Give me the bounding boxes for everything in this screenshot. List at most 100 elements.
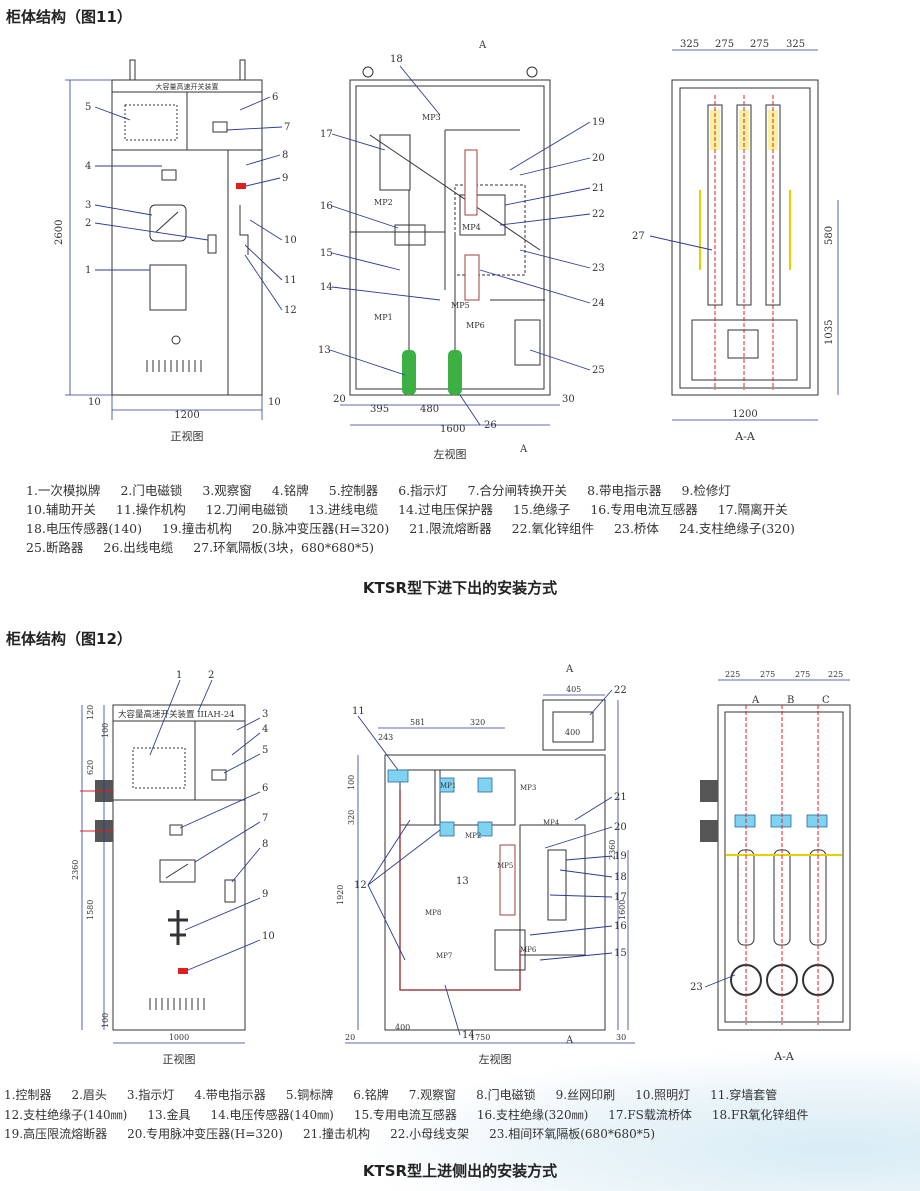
fig12-caption: KTSR型上进侧出的安装方式 bbox=[362, 1162, 558, 1180]
mp1-label: MP1 bbox=[374, 313, 393, 322]
dim-1000: 1000 bbox=[169, 1033, 189, 1042]
callout-27: 27 bbox=[632, 231, 645, 242]
fig11-front-view: 大容量高速开关装置 2600 1200 10 10 正视图 1 2 3 4 5 … bbox=[54, 59, 297, 443]
callout-2: 2 bbox=[85, 218, 91, 229]
dim-20-side: 20 bbox=[345, 1033, 355, 1042]
dim-225-left: 225 bbox=[725, 670, 740, 679]
callout-19: 19 bbox=[614, 851, 627, 862]
legend-item: 2.眉头 bbox=[71, 1088, 107, 1102]
legend-item: 6.铭牌 bbox=[353, 1088, 389, 1102]
callout-23: 23 bbox=[690, 982, 703, 993]
callout-8: 8 bbox=[262, 839, 268, 850]
legend-item: 4.铭牌 bbox=[271, 483, 309, 498]
legend-item: 18.FR氧化锌组件 bbox=[711, 1107, 809, 1122]
dim-275-left: 275 bbox=[715, 39, 734, 50]
callout-22: 22 bbox=[614, 685, 627, 696]
callout-15: 15 bbox=[614, 948, 627, 959]
legend-item: 6.指示灯 bbox=[398, 483, 448, 498]
dim-20: 20 bbox=[333, 394, 346, 405]
legend-item: 9.检修灯 bbox=[681, 483, 731, 498]
callout-17: 17 bbox=[320, 129, 333, 140]
legend-item: 16.支柱绝缘(320㎜) bbox=[476, 1107, 589, 1122]
mp2-label: MP2 bbox=[465, 832, 481, 840]
callout-24: 24 bbox=[592, 298, 605, 309]
dim-2600: 2600 bbox=[54, 220, 65, 245]
mp7-label: MP7 bbox=[436, 952, 452, 960]
dim-275-left: 275 bbox=[760, 670, 775, 679]
side-section-mark-top: A bbox=[478, 40, 487, 51]
fig12-nameplate: 大容量高速开关装置 IIIAH-24 bbox=[118, 709, 235, 720]
legend-item: 13.金具 bbox=[147, 1107, 191, 1122]
legend-item: 22.小母线支架 bbox=[390, 1127, 470, 1141]
legend-item: 22.氧化锌组件 bbox=[511, 521, 595, 536]
mp1-label: MP1 bbox=[440, 782, 456, 790]
callout-20: 20 bbox=[592, 153, 605, 164]
dim-480: 480 bbox=[420, 404, 439, 415]
legend-item: 3.观察窗 bbox=[202, 483, 252, 498]
phase-b-label: B bbox=[787, 695, 794, 706]
legend-item: 1.控制器 bbox=[4, 1088, 52, 1102]
legend-item: 24.支柱绝缘子(320) bbox=[678, 521, 795, 536]
dim-243: 243 bbox=[378, 733, 393, 742]
legend-item: 19.撞击机构 bbox=[162, 521, 232, 536]
dim-275-right: 275 bbox=[750, 39, 769, 50]
callout-20: 20 bbox=[614, 822, 627, 833]
mp6-label: MP6 bbox=[520, 946, 537, 954]
legend-item: 18.电压传感器(140) bbox=[26, 521, 142, 536]
mp2-label: MP2 bbox=[374, 198, 393, 207]
mp4-label: MP4 bbox=[543, 819, 560, 827]
fig12-section-caption: A-A bbox=[773, 1050, 795, 1063]
callout-3: 3 bbox=[85, 200, 91, 211]
legend-item: 3.指示灯 bbox=[126, 1088, 175, 1102]
callout-1: 1 bbox=[85, 265, 91, 276]
decorative-background bbox=[360, 1051, 920, 1191]
callout-16: 16 bbox=[320, 201, 333, 212]
dim-30: 30 bbox=[562, 394, 575, 405]
legend-item: 15.绝缘子 bbox=[512, 502, 571, 517]
mp4-label: MP4 bbox=[462, 223, 481, 232]
callout-18: 18 bbox=[390, 54, 403, 65]
callout-1: 1 bbox=[176, 670, 182, 681]
dim-325-left: 325 bbox=[680, 39, 699, 50]
figure-12-title: 柜体结构（图12） bbox=[6, 630, 132, 648]
callout-11: 11 bbox=[284, 275, 297, 286]
legend-item: 4.带电指示器 bbox=[194, 1088, 266, 1102]
legend-item: 16.专用电流互感器 bbox=[590, 502, 698, 517]
legend-item: 9.丝网印刷 bbox=[555, 1088, 616, 1102]
dim-100-bottom: 100 bbox=[101, 1013, 110, 1028]
legend-item: 12.刀闸电磁锁 bbox=[205, 502, 289, 517]
callout-12: 12 bbox=[284, 305, 297, 316]
callout-2: 2 bbox=[208, 670, 214, 681]
callout-18: 18 bbox=[614, 872, 627, 883]
dim-225-right: 225 bbox=[828, 670, 843, 679]
legend-item: 14.电压传感器(140㎜) bbox=[210, 1107, 334, 1122]
callout-21: 21 bbox=[592, 183, 605, 194]
callout-14: 14 bbox=[462, 1030, 475, 1041]
callout-17: 17 bbox=[614, 892, 627, 903]
legend-item: 21.限流熔断器 bbox=[409, 521, 492, 536]
legend-item: 2.门电磁锁 bbox=[120, 483, 183, 498]
legend-item: 23.相间环氧隔板(680*680*5) bbox=[489, 1127, 656, 1141]
callout-15: 15 bbox=[320, 248, 333, 259]
phase-c-label: C bbox=[822, 695, 830, 706]
dim-581: 581 bbox=[410, 718, 425, 727]
dim-2360-side: 2360 bbox=[608, 840, 617, 860]
legend-item: 7.合分闸转换开关 bbox=[467, 483, 568, 498]
mp5-label: MP5 bbox=[451, 301, 470, 310]
dim-100-top: 100 bbox=[101, 723, 110, 738]
callout-7: 7 bbox=[284, 122, 290, 133]
figure-11-drawings: 大容量高速开关装置 2600 1200 10 10 正视图 1 2 3 4 5 … bbox=[54, 39, 839, 461]
fig11-caption: KTSR型下进下出的安装方式 bbox=[362, 579, 558, 597]
callout-9: 9 bbox=[282, 173, 288, 184]
side-section-mark-bottom: A bbox=[519, 444, 528, 455]
dim-1035: 1035 bbox=[824, 320, 835, 345]
dim-1920: 1920 bbox=[336, 885, 345, 905]
section-caption: A-A bbox=[734, 430, 756, 443]
dim-400-side: 400 bbox=[395, 1023, 410, 1032]
dim-100-side: 100 bbox=[347, 775, 356, 790]
callout-4: 4 bbox=[85, 161, 91, 172]
fig12-front-caption: 正视图 bbox=[163, 1052, 196, 1066]
callout-4: 4 bbox=[262, 724, 268, 735]
